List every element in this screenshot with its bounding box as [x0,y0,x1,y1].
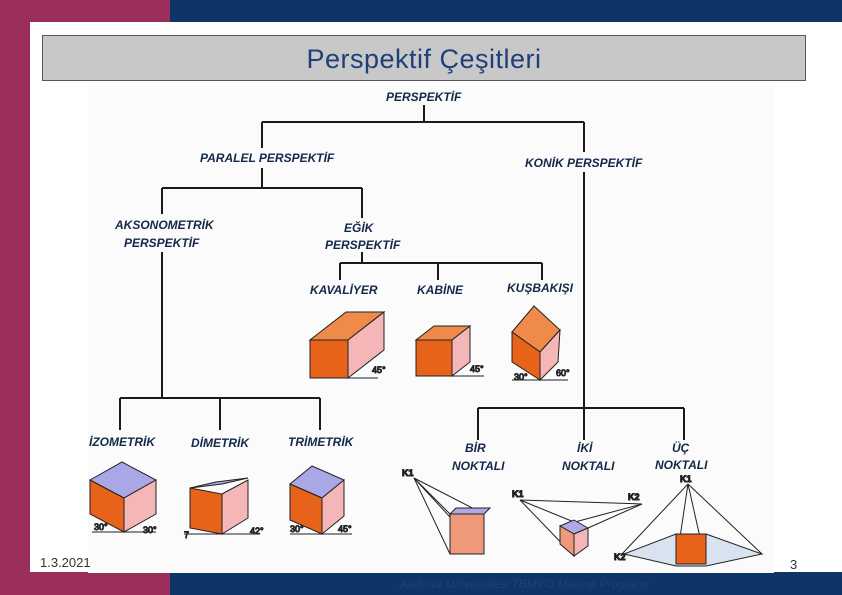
slide-date: 1.3.2021 [40,555,91,570]
cavalier-label: KAVALİYER [310,282,378,297]
axonometric-label-line1: AKSONOMETRİK [114,217,215,232]
three-point-k2: K2 [614,552,626,562]
cavalier-cube: 45° [308,310,387,380]
oblique-label-line1: EĞİK [344,220,375,235]
conic-label: KONİK PERSPEKTİF [525,155,643,170]
birdseye-cube: 30° 60° [511,305,571,383]
left-band [0,0,30,595]
three-point-label-line2: NOKTALI [655,458,708,472]
birdseye-angle-a: 30° [514,372,528,382]
two-point-perspective: K1 K2 [512,489,643,558]
slide-title: Perspektif Çeşitleri [306,44,542,74]
cabinet-cube: 45° [414,324,485,378]
two-point-label-line2: NOKTALI [562,459,615,473]
cavalier-angle: 45° [372,365,386,375]
one-point-perspective: K1 [402,468,492,555]
one-point-label-line1: BİR [465,440,486,455]
cabinet-label: KABİNE [417,282,464,297]
root-label: PERSPEKTİF [386,89,462,104]
tri-angle-a: 30° [290,524,304,534]
trimetric-cube: 30° 45° [289,465,353,536]
dim-angle-b: 42° [250,526,264,536]
dim-angle-a: 7 [184,530,189,540]
two-point-label-line1: İKİ [577,440,593,455]
two-point-k2: K2 [628,492,640,502]
two-point-k1: K1 [512,489,524,499]
parallel-label: PARALEL PERSPEKTİF [200,150,335,165]
bottom-band [0,572,842,595]
tree-connectors [119,105,685,440]
iso-angle-b: 30° [143,525,157,535]
iso-angle-a: 30° [94,522,108,532]
oblique-label-line2: PERSPEKTİF [325,237,401,252]
title-box: Perspektif Çeşitleri [42,35,806,81]
trimetric-label: TRİMETRİK [288,434,355,449]
one-point-k1: K1 [402,468,414,478]
page-number: 3 [790,557,798,572]
cabinet-angle: 45° [470,364,484,374]
top-band [0,0,842,22]
birdseye-label: KUŞBAKIŞI [507,281,574,295]
dimetric-label: DİMETRİK [191,435,250,450]
three-point-label-line1: ÜÇ [672,440,690,455]
one-point-label-line2: NOKTALI [452,459,505,473]
three-point-k1: K1 [680,474,692,484]
axonometric-label-line2: PERSPEKTİF [124,235,200,250]
footer-text: Akdeniz Üniversitesi TBMYO Makina Progra… [400,577,649,591]
three-point-perspective: K1 K2 [614,474,764,567]
isometric-cube: 30° 30° [88,461,158,536]
tri-angle-b: 45° [338,524,352,534]
dimetric-cube: 7 42° [184,477,265,541]
bottom-left-accent [0,572,170,595]
isometric-label: İZOMETRİK [89,434,156,449]
top-left-accent [0,0,170,22]
birdseye-angle-b: 60° [556,368,570,378]
